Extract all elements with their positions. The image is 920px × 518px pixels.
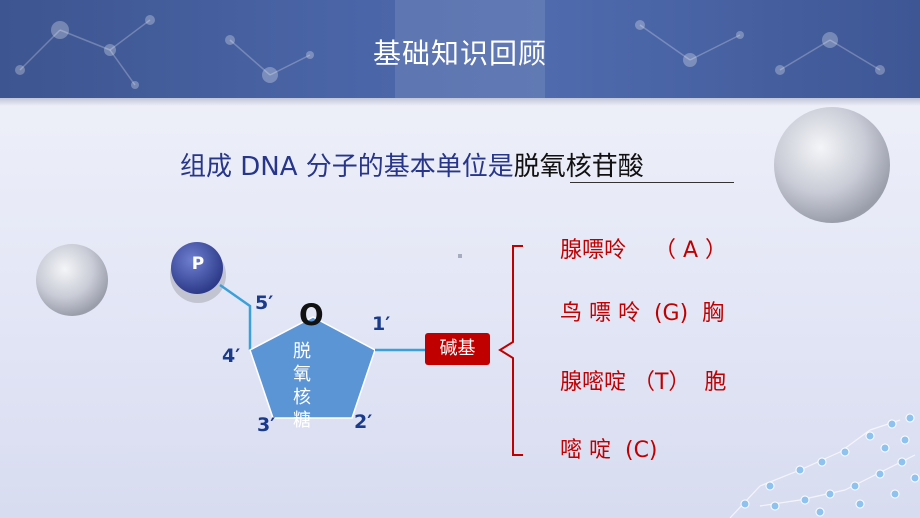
sugar-char: 糖 <box>293 410 311 431</box>
phosphate-label: P <box>191 254 205 274</box>
bracket <box>498 245 523 456</box>
decor-sphere-right <box>774 107 890 223</box>
carbon-3-label: 3′ <box>257 414 276 436</box>
carbon-4-label: 4′ <box>222 345 241 367</box>
decor-sphere-left <box>36 244 108 316</box>
sugar-label: 脱 氧 核 糖 <box>290 340 314 432</box>
carbon-2-label: 2′ <box>354 411 373 433</box>
deoxyribose-pentagon <box>249 316 376 419</box>
sugar-char: 脱 <box>293 341 311 362</box>
subtitle: 组成 DNA 分子的基本单位是脱氧核苷酸 <box>180 146 644 183</box>
base-item-adenine: 腺嘌呤 （ A ） <box>560 238 728 263</box>
base-box: 碱基 <box>425 333 490 365</box>
base-item-thymine: 腺嘧啶 （T） 胞 <box>560 370 727 395</box>
sugar-char: 核 <box>293 387 311 408</box>
carbon-1-label: 1′ <box>372 313 391 335</box>
carbon-5-label: 5′ <box>255 292 274 314</box>
oxygen-label: O <box>299 298 324 332</box>
sugar-char: 氧 <box>293 364 311 385</box>
dna-helix-graphic <box>729 413 920 518</box>
subtitle-prefix: 组成 DNA 分子的基本单位是 <box>180 152 514 182</box>
base-item-guanine: 鸟 嘌 呤 (G) 胸 <box>560 301 725 326</box>
phosphate-link <box>219 283 252 350</box>
molecule-pattern <box>15 0 885 98</box>
answer-underline <box>570 182 734 183</box>
base-item-cytosine: 嘧 啶 (C) <box>560 438 658 463</box>
phosphate-ball <box>171 242 223 294</box>
page-title: 基础知识回顾 <box>372 37 547 70</box>
header-shadow <box>0 98 920 106</box>
subtitle-answer: 脱氧核苷酸 <box>513 152 644 182</box>
header-banner: 基础知识回顾 <box>0 0 920 98</box>
